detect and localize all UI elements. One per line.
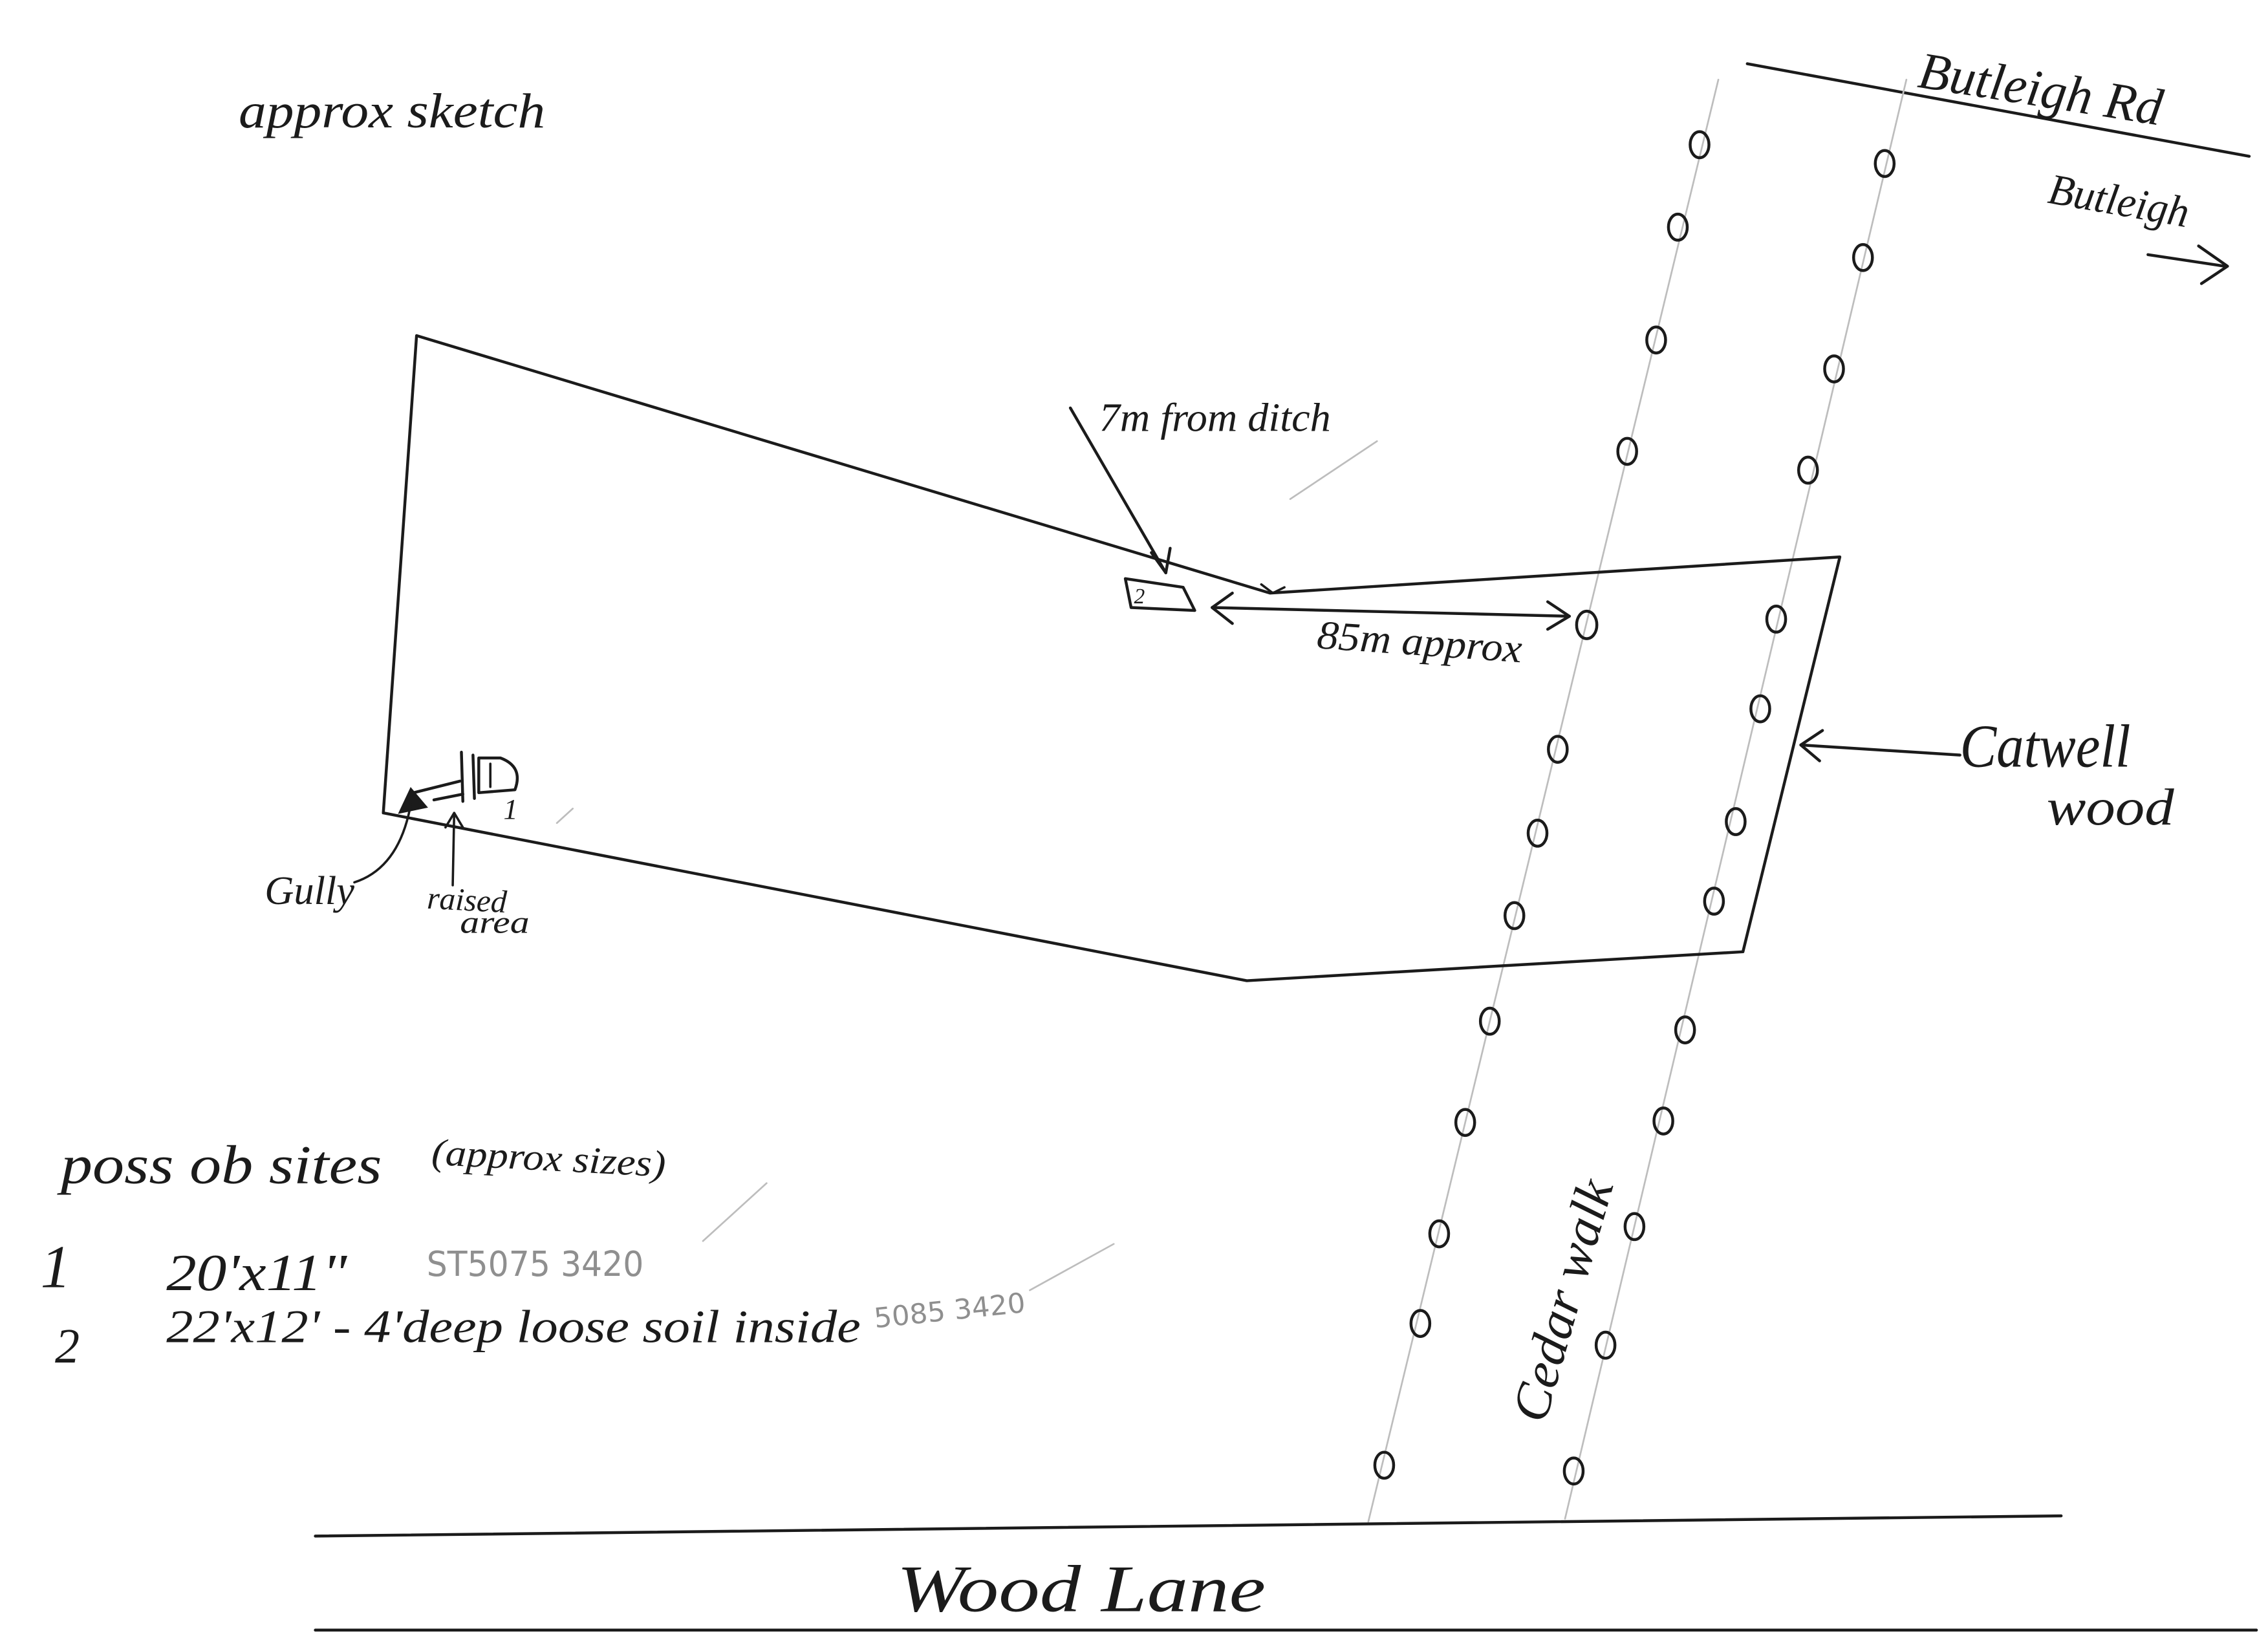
tree-marker (1616, 436, 1638, 466)
legend-site-1-size: 20'x11" (166, 1244, 348, 1302)
wood-lane-label: Wood Lane (897, 1553, 1266, 1626)
tree-marker (1454, 1108, 1476, 1137)
legend-site-1-grid-ref: ST5075 3420 (427, 1244, 643, 1284)
site-1-marker: 1 (412, 750, 519, 825)
tree-marker (1765, 605, 1787, 634)
wood-label-line2: wood (2047, 779, 2175, 836)
distance-double-arrow-icon (1211, 591, 1571, 631)
tree-marker (1478, 1006, 1501, 1036)
legend-note: (approx sizes) (431, 1131, 667, 1185)
tree-marker (1797, 455, 1819, 485)
tree-row-east (1562, 149, 1896, 1486)
legend-heading: poss ob sites (57, 1135, 382, 1196)
tree-marker (1373, 1450, 1396, 1480)
ditch-distance-label: 7m from ditch (1099, 395, 1331, 440)
tree-marker (1703, 887, 1725, 916)
stray-marks (556, 440, 1378, 1291)
tree-row-west (1373, 130, 1711, 1480)
tree-marker (1623, 1212, 1646, 1242)
tree-marker (1674, 1015, 1696, 1044)
sketch-title-note: approx sketch (239, 84, 545, 138)
tree-marker (1725, 807, 1747, 836)
site-2-number: 2 (1134, 585, 1145, 609)
legend-site-2-number: 2 (55, 1319, 80, 1374)
sites-legend: poss ob sites (approx sizes) 1 20'x11" S… (41, 1131, 1027, 1374)
legend-site-2-grid-ref: 5085 3420 (872, 1288, 1027, 1335)
tree-marker (1652, 1106, 1674, 1136)
tree-marker (1749, 694, 1771, 724)
legend-site-1-number: 1 (41, 1234, 71, 1301)
distance-label: 85m approx (1315, 612, 1524, 671)
gully-label: Gully (265, 868, 354, 913)
tree-marker (1503, 901, 1526, 931)
tree-marker (1823, 354, 1845, 383)
tree-marker (1594, 1330, 1617, 1360)
raised-area-label-line1: raised (426, 880, 508, 920)
avenue-guide-line-east (1564, 78, 1908, 1520)
ditch-arrow-icon (1068, 406, 1172, 575)
tree-marker (1874, 149, 1896, 178)
direction-label: Butleigh (2045, 164, 2193, 237)
tree-marker (1575, 609, 1599, 640)
butleigh-road-label: Butleigh Rd (1915, 41, 2167, 137)
avenue-label: Cedar walk (1500, 1172, 1625, 1428)
gully-arrowhead-icon (398, 787, 428, 814)
wood-arrow-icon (1799, 729, 1961, 762)
wood-lane-line-north (314, 1514, 2063, 1538)
wood-label-line1: Catwell (1960, 713, 2131, 781)
tree-marker (1645, 325, 1667, 355)
gully-arrow-icon (353, 803, 412, 884)
tree-marker (1526, 819, 1549, 848)
tree-marker (1689, 130, 1711, 160)
tree-marker (1547, 735, 1569, 764)
butleigh-road-line (1745, 62, 2251, 158)
field-corner-tick (1260, 583, 1286, 594)
raised-area-label-line2: area (460, 905, 529, 940)
raised-area-arrow-icon (444, 812, 464, 887)
tree-marker (1562, 1456, 1585, 1486)
site-1-number: 1 (503, 793, 517, 825)
tree-marker (1852, 242, 1874, 272)
tree-marker (1428, 1219, 1451, 1249)
tree-marker (1409, 1309, 1432, 1338)
legend-site-2-size: 22'x12' - 4'deep loose soil inside (166, 1302, 861, 1353)
avenue-guide-line-west (1367, 78, 1720, 1523)
direction-arrow-icon (2146, 244, 2229, 285)
site-2-marker: 2 (1123, 577, 1196, 612)
tree-marker (1667, 212, 1689, 242)
field-boundary (382, 334, 1842, 982)
